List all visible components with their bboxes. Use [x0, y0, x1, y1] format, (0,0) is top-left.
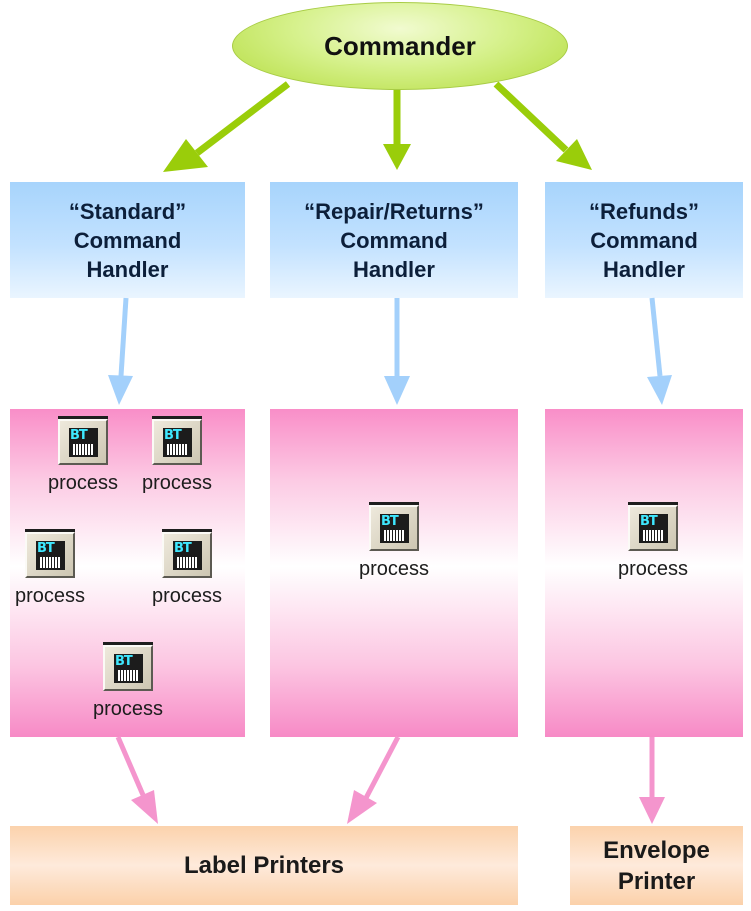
process-panel-repair-returns: BT process [270, 409, 518, 737]
handler-standard-line-1: “Standard” [68, 198, 187, 224]
process-label: process [141, 472, 213, 494]
handler-standard: “Standard” Command Handler [10, 182, 245, 298]
process-label: process [358, 558, 430, 580]
envelope-printer-line-2: Printer [617, 867, 696, 895]
process-panel-standard: BT process BT process BT process BT proc… [10, 409, 245, 737]
arrow-commander-to-standard [194, 81, 291, 156]
arrow-commander-to-refunds [493, 81, 569, 153]
process-panel-refunds: BT process [545, 409, 743, 737]
bt-process-icon: BT [369, 505, 419, 551]
handler-arrows [108, 297, 672, 405]
arrowhead-repair-to-label-printers [347, 790, 377, 824]
handler-repair-line-2: Command [340, 227, 448, 253]
handler-refunds-line-3: Handler [603, 256, 685, 282]
handler-refunds-line-1: “Refunds” [589, 198, 699, 224]
arrow-standard-to-label-printers [115, 736, 146, 796]
process-item: BT process [344, 505, 444, 580]
envelope-printer-node: Envelope Printer [570, 826, 743, 905]
arrow-refunds-to-panel [649, 297, 663, 377]
process-label: process [617, 558, 689, 580]
commander-node: Commander [232, 2, 568, 90]
process-label: process [151, 585, 223, 607]
process-label: process [14, 585, 86, 607]
bt-process-icon: BT [58, 419, 108, 465]
process-label: process [92, 698, 164, 720]
arrowhead-refunds-to-envelope-printer [639, 797, 665, 824]
handler-repair-returns: “Repair/Returns” Command Handler [270, 182, 518, 298]
handler-repair-line-1: “Repair/Returns” [304, 198, 484, 224]
label-printers-label: Label Printers [183, 852, 345, 879]
arrow-standard-to-panel [118, 297, 129, 377]
label-printers-node: Label Printers [10, 826, 518, 905]
process-item: BT process [0, 532, 100, 607]
panel-arrows [115, 735, 665, 824]
arrow-repair-to-label-printers [363, 735, 401, 800]
process-item: BT process [603, 505, 703, 580]
handler-refunds: “Refunds” Command Handler [545, 182, 743, 298]
handler-standard-line-2: Command [73, 227, 182, 253]
arrowhead-commander-to-standard [163, 139, 208, 172]
handler-repair-line-3: Handler [353, 256, 435, 282]
commander-label: Commander [324, 30, 476, 61]
envelope-printer-line-1: Envelope [603, 836, 710, 864]
arrowhead-standard-to-panel [108, 375, 133, 405]
process-item: BT process [33, 419, 133, 494]
bt-process-icon: BT [162, 532, 212, 578]
bt-process-icon: BT [25, 532, 75, 578]
commander-arrows [163, 81, 592, 172]
arrowhead-standard-to-label-printers [131, 790, 158, 824]
arrowhead-refunds-to-panel [647, 375, 672, 405]
process-item: BT process [127, 419, 227, 494]
process-item: BT process [78, 645, 178, 720]
arrowhead-repair-to-panel [384, 376, 410, 405]
process-label: process [47, 472, 119, 494]
handler-refunds-line-2: Command [590, 227, 698, 253]
process-item: BT process [137, 532, 237, 607]
arrowhead-commander-to-repair [383, 144, 411, 170]
bt-process-icon: BT [103, 645, 153, 691]
handler-standard-line-3: Handler [86, 256, 169, 282]
bt-process-icon: BT [628, 505, 678, 551]
arrowhead-commander-to-refunds [556, 139, 592, 170]
bt-process-icon: BT [152, 419, 202, 465]
